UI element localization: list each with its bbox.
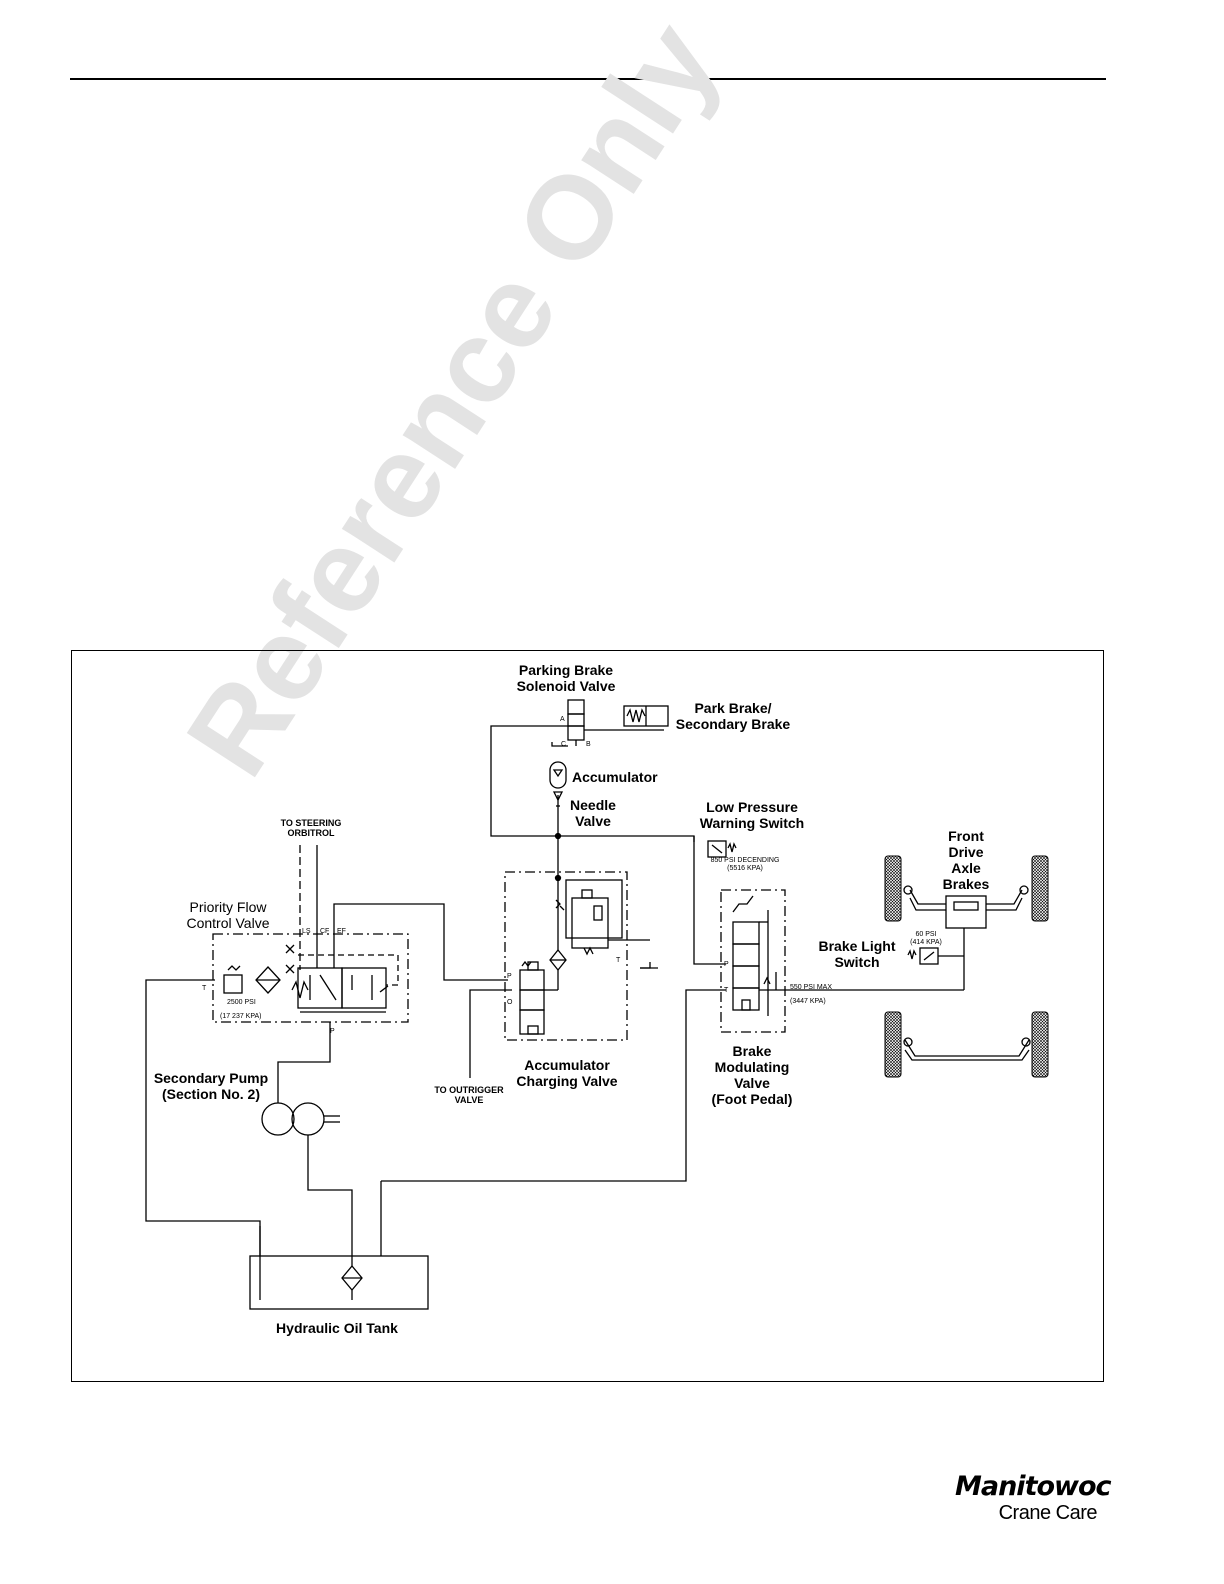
pump-left xyxy=(261,1102,295,1136)
port-solenoid-a: A xyxy=(560,716,565,723)
tire-rear-right xyxy=(1031,1011,1049,1078)
bmv-outline xyxy=(720,889,786,1033)
port-acv-o: O xyxy=(507,999,513,1006)
port-bmv-p: P xyxy=(724,961,729,968)
manitowoc-crane-care-logo: Manitowoc Crane Care xyxy=(955,1471,1112,1525)
logo-sub: Crane Care xyxy=(998,1502,1098,1524)
label-parking-brake-solenoid: Parking Brake Solenoid Valve xyxy=(516,662,616,694)
pfc-valve-outline xyxy=(212,933,409,1023)
tire-front-right xyxy=(1031,855,1049,922)
label-secondary-pump: Secondary Pump (Section No. 2) xyxy=(153,1070,269,1102)
port-bmv-t: T xyxy=(724,987,729,994)
pump-right xyxy=(291,1102,325,1136)
port-pfc-t: T xyxy=(202,985,207,992)
label-park-brake-secondary: Park Brake/ Secondary Brake xyxy=(675,700,791,732)
port-acv-t: T xyxy=(616,957,621,964)
logo-brand: Manitowoc xyxy=(955,1471,1112,1502)
label-accumulator: Accumulator xyxy=(572,769,658,785)
line-to-solenoid xyxy=(490,725,568,837)
rear-axle xyxy=(904,1039,1030,1057)
line-pump-suction xyxy=(307,1135,353,1266)
line-bmv-return xyxy=(381,989,726,1182)
port-pfc-ef: EF xyxy=(337,928,346,935)
diagram-frame xyxy=(71,650,1104,1382)
port-acv-p: P xyxy=(507,973,512,980)
label-low-pressure-setting: 850 PSI DECENDING (5516 KPA) xyxy=(710,857,780,872)
label-brake-max-setting: 550 PSI MAX (3447 KPA) xyxy=(790,984,833,1005)
line-outrigger xyxy=(469,989,512,1078)
low-pressure-switch xyxy=(707,840,727,858)
accumulator-symbol xyxy=(549,761,567,789)
line-pump-pressure xyxy=(277,1022,331,1103)
tank-outline xyxy=(249,1255,429,1310)
label-front-drive-axle-brakes: Front Drive Axle Brakes xyxy=(942,828,990,892)
label-low-pressure-warning: Low Pressure Warning Switch xyxy=(699,799,805,831)
label-to-steering-orbitrol: TO STEERING ORBITROL xyxy=(280,818,342,838)
port-pfc-p: P xyxy=(330,1028,335,1035)
label-to-outrigger-valve: TO OUTRIGGER VALVE xyxy=(434,1085,504,1105)
label-brake-modulating-valve: Brake Modulating Valve (Foot Pedal) xyxy=(711,1043,793,1107)
port-solenoid-b: B xyxy=(586,741,591,748)
port-pfc-cf: CF xyxy=(320,928,329,935)
solenoid-valve xyxy=(567,699,585,715)
port-pfc-ls: LS xyxy=(302,928,311,935)
tire-rear-left xyxy=(884,1011,902,1078)
label-brake-light-switch: Brake Light Switch xyxy=(818,938,896,970)
label-hydraulic-oil-tank: Hydraulic Oil Tank xyxy=(276,1320,398,1336)
label-brake-light-setting: 60 PSI (414 KPA) xyxy=(910,931,942,946)
label-priority-flow-control-valve: Priority Flow Control Valve xyxy=(186,899,270,931)
label-relief-setting: 2500 PSI (17 237 KPA) xyxy=(220,999,262,1020)
label-needle-valve: Needle Valve xyxy=(570,797,616,829)
port-solenoid-c: C xyxy=(561,741,566,748)
line-pfc-return xyxy=(145,979,261,1256)
label-accumulator-charging-valve: Accumulator Charging Valve xyxy=(516,1057,618,1089)
tire-front-left xyxy=(884,855,902,922)
front-axle-cylinder xyxy=(945,895,987,929)
acv-outline xyxy=(504,871,628,1041)
line-to-bmv xyxy=(558,835,726,965)
line-ef xyxy=(333,903,508,981)
header-rule xyxy=(70,78,1106,80)
